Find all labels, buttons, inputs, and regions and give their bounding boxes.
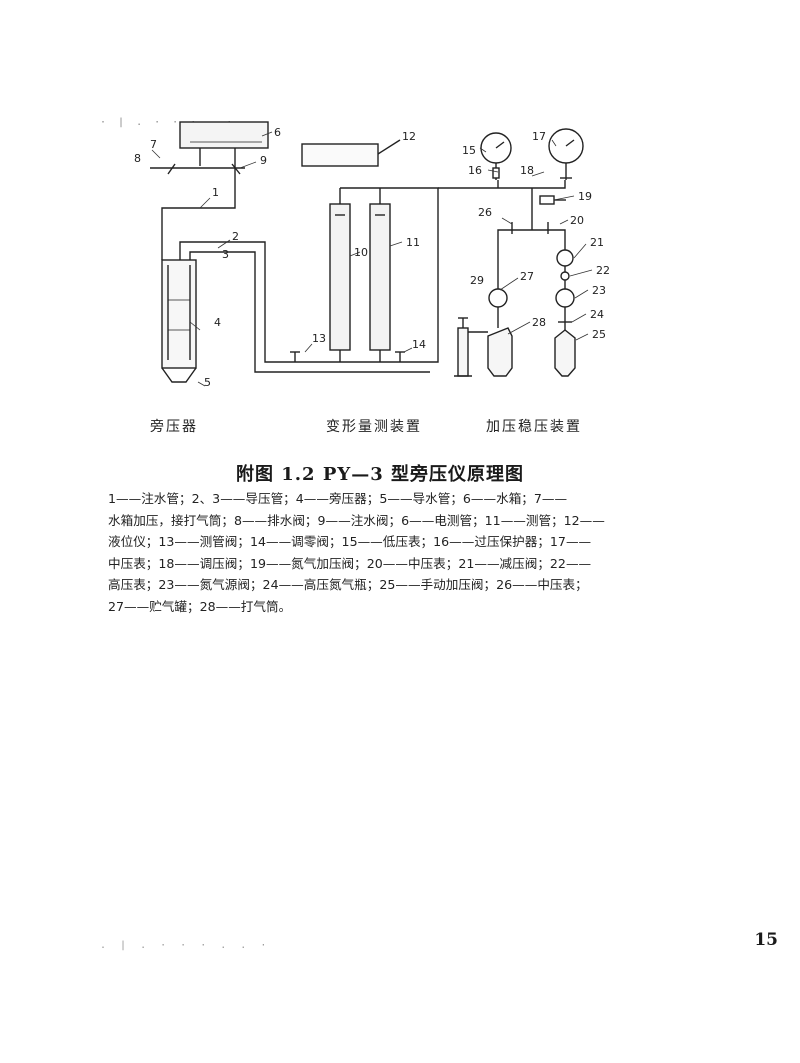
measuring-tube-10 — [329, 203, 351, 351]
callout-6: 6 — [274, 126, 281, 139]
callout-14: 14 — [412, 338, 426, 351]
callout-5: 5 — [204, 376, 211, 389]
callout-16: 16 — [468, 164, 482, 177]
gauge-23 — [555, 288, 575, 308]
callout-26: 26 — [478, 206, 492, 219]
legend-line: 液位仪；13——测管阀；14——调零阀；15——低压表；16——过压保护器；17… — [108, 534, 592, 549]
valve-22 — [560, 271, 570, 281]
callout-27: 27 — [520, 270, 534, 283]
legend-line: 水箱加压，接打气筒；8——排水阀；9——注水阀；6——电测管；11——测管；12… — [108, 512, 605, 528]
callout-23: 23 — [592, 284, 606, 297]
figure-legend: 1——注水管；2、3——导压管；4——旁压器；5——导水管；6——水箱；7—— … — [108, 488, 630, 617]
callout-19: 19 — [578, 190, 592, 203]
callout-24: 24 — [590, 308, 604, 321]
measuring-tube-11 — [369, 203, 391, 351]
callout-1: 1 — [212, 186, 219, 199]
callout-8: 8 — [134, 152, 141, 165]
legend-line: 1——注水管；2、3——导压管；4——旁压器；5——导水管；6——水箱；7—— — [108, 491, 568, 506]
callout-15: 15 — [462, 144, 476, 157]
callout-29: 29 — [470, 274, 484, 287]
callout-2: 2 — [232, 230, 239, 243]
water-tank — [179, 121, 269, 149]
callout-7: 7 — [150, 138, 157, 151]
callout-3: 3 — [222, 248, 229, 261]
legend-line: 27——贮气罐；28——打气筒。 — [108, 598, 292, 614]
label-pressurizing-device: 加压稳压装置 — [486, 419, 582, 435]
callout-11: 11 — [406, 236, 420, 249]
page-number: 15 — [754, 930, 778, 950]
callout-17: 17 — [532, 130, 546, 143]
callout-21: 21 — [590, 236, 604, 249]
callout-20: 20 — [570, 214, 584, 227]
nitrogen-cylinder — [554, 329, 576, 377]
callout-28: 28 — [532, 316, 546, 329]
schematic-diagram: 1 2 3 4 5 6 7 8 9 10 11 12 13 14 15 16 1… — [134, 121, 610, 389]
callout-13: 13 — [312, 332, 326, 345]
callout-4: 4 — [214, 316, 221, 329]
label-deformation-device: 变形量测装置 — [326, 419, 422, 435]
legend-line: 中压表；18——调压阀；19——氮气加压阀；20——中压表；21——减压阀；22… — [108, 555, 592, 571]
pump-29 — [457, 327, 469, 377]
label-pressure-meter: 旁压器 — [150, 419, 198, 435]
callout-25: 25 — [592, 328, 606, 341]
callout-9: 9 — [260, 154, 267, 167]
level-gauge — [301, 143, 379, 167]
scan-artifact-top: · | . · · · . · — [100, 117, 236, 128]
callout-10: 10 — [354, 246, 368, 259]
figure-title: 附图 1.2 PY—3 型旁压仪原理图 — [235, 464, 525, 485]
gauge-27 — [488, 288, 508, 308]
scan-artifact-bottom: . | . · · · . . · — [100, 940, 271, 951]
pressure-probe — [161, 259, 197, 369]
callout-22: 22 — [596, 264, 610, 277]
callout-12: 12 — [402, 130, 416, 143]
legend-line: 高压表；23——氮气源阀；24——高压氮气瓶；25——手动加压阀；26——中压表… — [108, 577, 588, 592]
callout-18: 18 — [520, 164, 534, 177]
gauge-21 — [556, 249, 574, 267]
gas-tank-28 — [487, 327, 513, 377]
